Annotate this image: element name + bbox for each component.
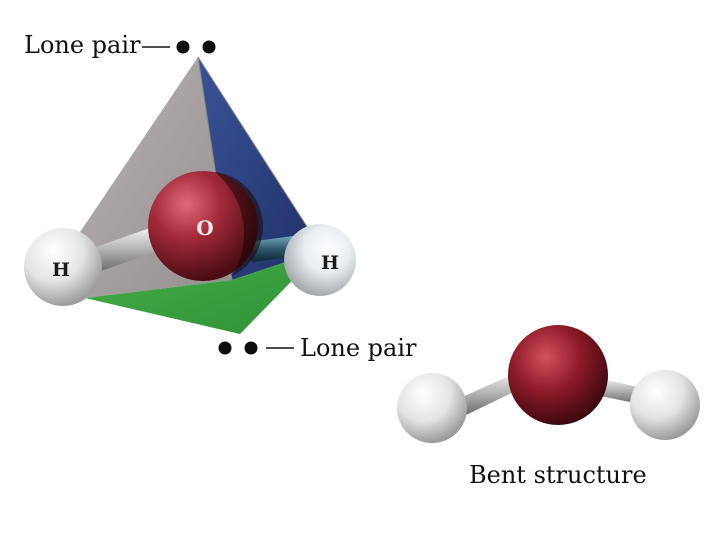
oxygen-label: O	[196, 216, 213, 240]
bent-hydrogen-right	[630, 370, 700, 440]
lone-pair-bottom-label: Lone pair	[300, 334, 417, 362]
lone-pair-top-label: Lone pair	[24, 31, 141, 59]
lone-pair-top-electron	[176, 40, 190, 54]
tetrahedron-face-green	[85, 250, 322, 334]
oxygen-shadow	[215, 172, 263, 276]
lone-pair-bottom-electron	[218, 341, 232, 355]
oxygen-atom	[148, 171, 258, 281]
bent-hydrogen-left	[397, 373, 467, 443]
bent-oxygen-atom	[508, 325, 608, 425]
hydrogen-right-label: H	[321, 252, 339, 274]
hydrogen-atom-left	[24, 228, 102, 306]
bond-o-h-left	[90, 228, 158, 272]
bent-structure-caption: Bent structure	[469, 461, 647, 489]
hydrogen-left-label: H	[52, 259, 70, 281]
bent-bond-left	[460, 372, 522, 416]
hydrogen-atom-right	[284, 224, 356, 296]
lone-pair-bottom-electron	[244, 341, 258, 355]
lone-pair-top-electron	[202, 40, 216, 54]
